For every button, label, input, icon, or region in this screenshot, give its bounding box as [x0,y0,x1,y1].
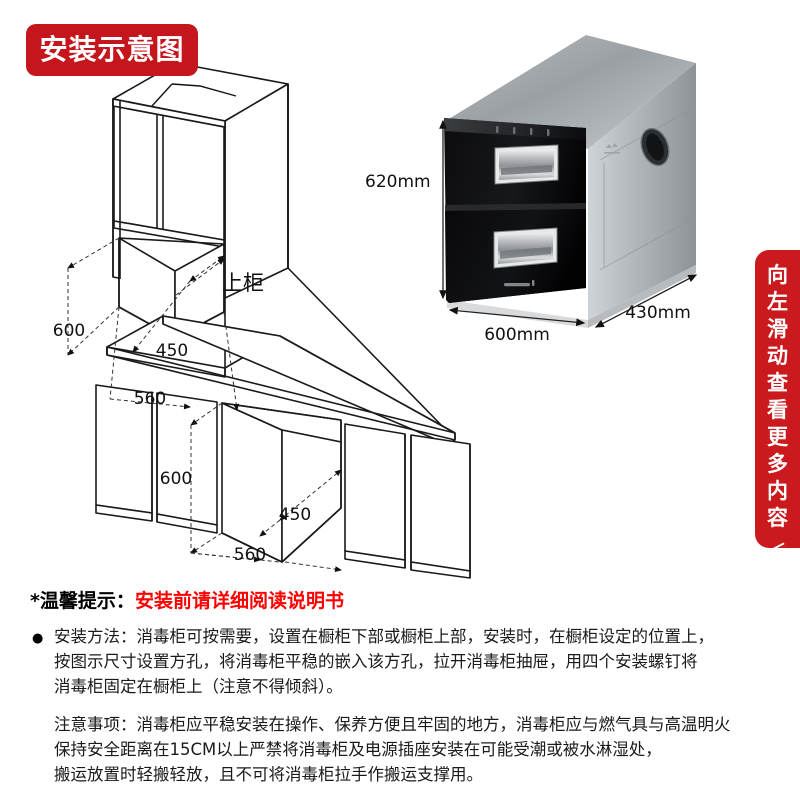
page-title: 安装示意图 [39,33,185,66]
dimension-labels: 600 450 560 600 450 560 [53,321,311,565]
note-line-2: 保持安全距离在15CM以上严禁将消毒柜及电源插座安装在可能受潮或被水淋湿处， [54,740,662,759]
warm-tip-prefix: *温馨提示： [30,590,135,612]
swipe-left-banner[interactable]: 向左滑动查看更多内容 ＜ [755,250,800,560]
page-title-badge: 安装示意图 [26,24,198,76]
warm-tip-highlight: 安装前请详细阅读说明书 [134,590,344,612]
swipe-left-banner-text: 向左滑动查看更多内容 [767,263,788,530]
dim-lower-height: 600 [160,469,192,489]
cautions-paragraph: 注意事项：消毒柜应平稳安装在操作、保养方便且牢固的地方，消毒柜应与燃气具与高温明… [54,712,784,787]
chevron-left-icon: ＜ [769,541,786,560]
brand-logo-mark [504,280,535,287]
lower-drawer-handle [493,227,558,269]
dimension-lines [67,237,342,573]
installation-diagram: 600 450 560 600 450 560 上柜 [53,35,698,579]
cabinet-line-drawing [95,62,471,579]
install-line-3: 消毒柜固定在橱柜上（注意不得倾斜）。 [54,677,343,696]
bullet-icon: ● [32,631,44,646]
product-render: ​ [444,35,696,328]
dim-lower-depth: 450 [279,505,311,525]
product-height-label: 620mm [365,172,431,192]
badge-leader-line-2 [151,83,173,107]
dim-upper-depth: 450 [156,341,188,361]
product-width-label: 600mm [484,325,550,345]
warm-tip: *温馨提示：安装前请详细阅读说明书 [30,589,344,613]
product-dimension-labels: 620mm 600mm 430mm [365,172,691,345]
note-line-1: 注意事项：消毒柜应平稳安装在操作、保养方便且牢固的地方，消毒柜应与燃气具与高温明… [54,715,731,734]
product-depth-label: 430mm [625,303,691,323]
note-line-3: 搬运放置时轻搬轻放，且不可将消毒柜拉手作搬运支撑用。 [54,765,483,784]
badge-leader-line [171,83,237,97]
install-line-2: 按图示尺寸设置方孔，将消毒柜平稳的嵌入该方孔，拉开消毒柜抽屉，用四个安装螺钉将 [54,652,698,671]
install-line-1: 安装方法：消毒柜可按需要，设置在橱柜下部或橱柜上部，安装时，在橱柜设定的位置上， [54,627,714,646]
dim-lower-width: 560 [234,545,266,565]
upper-drawer-handle [494,144,559,185]
dim-upper-height: 600 [53,321,85,341]
upper-cabinet-label: 上柜 [222,271,264,295]
product-dimension-lines [439,119,698,328]
control-panel-indicators [496,126,550,136]
installation-method-paragraph: ● 安装方法：消毒柜可按需要，设置在橱柜下部或橱柜上部，安装时，在橱柜设定的位置… [32,624,777,699]
dim-upper-width: 560 [134,389,166,409]
